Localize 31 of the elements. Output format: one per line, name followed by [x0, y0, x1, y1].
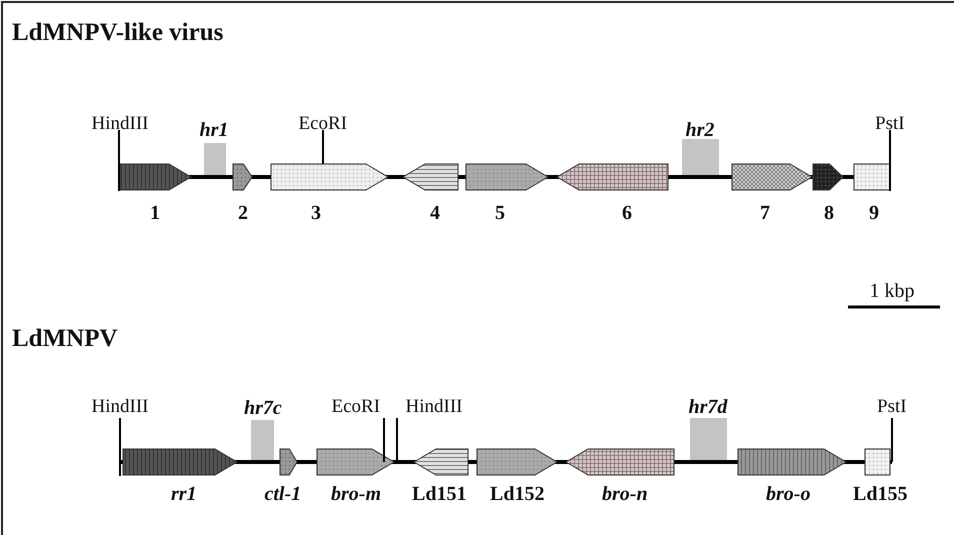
gene-name: bro-o	[766, 484, 810, 504]
gene-name: Ld155	[853, 484, 908, 504]
gene-number: 1	[150, 203, 160, 223]
enzyme-label: HindIII	[92, 397, 148, 416]
region-label: hr1	[200, 120, 228, 140]
region-label: hr7d	[688, 397, 728, 417]
enzyme-label: HindIII	[92, 114, 148, 133]
gene-name: rr1	[171, 484, 197, 504]
gene-name: Ld151	[412, 484, 466, 504]
region-label: hr2	[686, 120, 714, 140]
gene-name: Ld152	[490, 484, 544, 504]
track-title: LdMNPV-like virus	[12, 20, 224, 45]
gene-number: 2	[238, 203, 248, 223]
region-label: hr7c	[244, 398, 282, 418]
gene-number: 6	[622, 203, 632, 223]
gene-number: 3	[311, 203, 321, 223]
gene-number: 4	[430, 203, 440, 223]
gene-name: bro-m	[331, 484, 381, 504]
gene-name: bro-n	[602, 484, 648, 504]
enzyme-label: PstI	[877, 397, 907, 416]
gene-number: 8	[824, 203, 834, 223]
track-title: LdMNPV	[12, 326, 118, 351]
scale-label: 1 kbp	[870, 281, 914, 301]
enzyme-label: HindIII	[406, 397, 462, 416]
gene-name: ctl-1	[264, 484, 302, 504]
gene-number: 7	[760, 203, 770, 223]
enzyme-label: EcoRI	[332, 397, 380, 416]
gene-number: 9	[869, 203, 879, 223]
gene-number: 5	[495, 203, 505, 223]
enzyme-label: PstI	[875, 114, 905, 133]
enzyme-label: EcoRI	[298, 114, 348, 133]
